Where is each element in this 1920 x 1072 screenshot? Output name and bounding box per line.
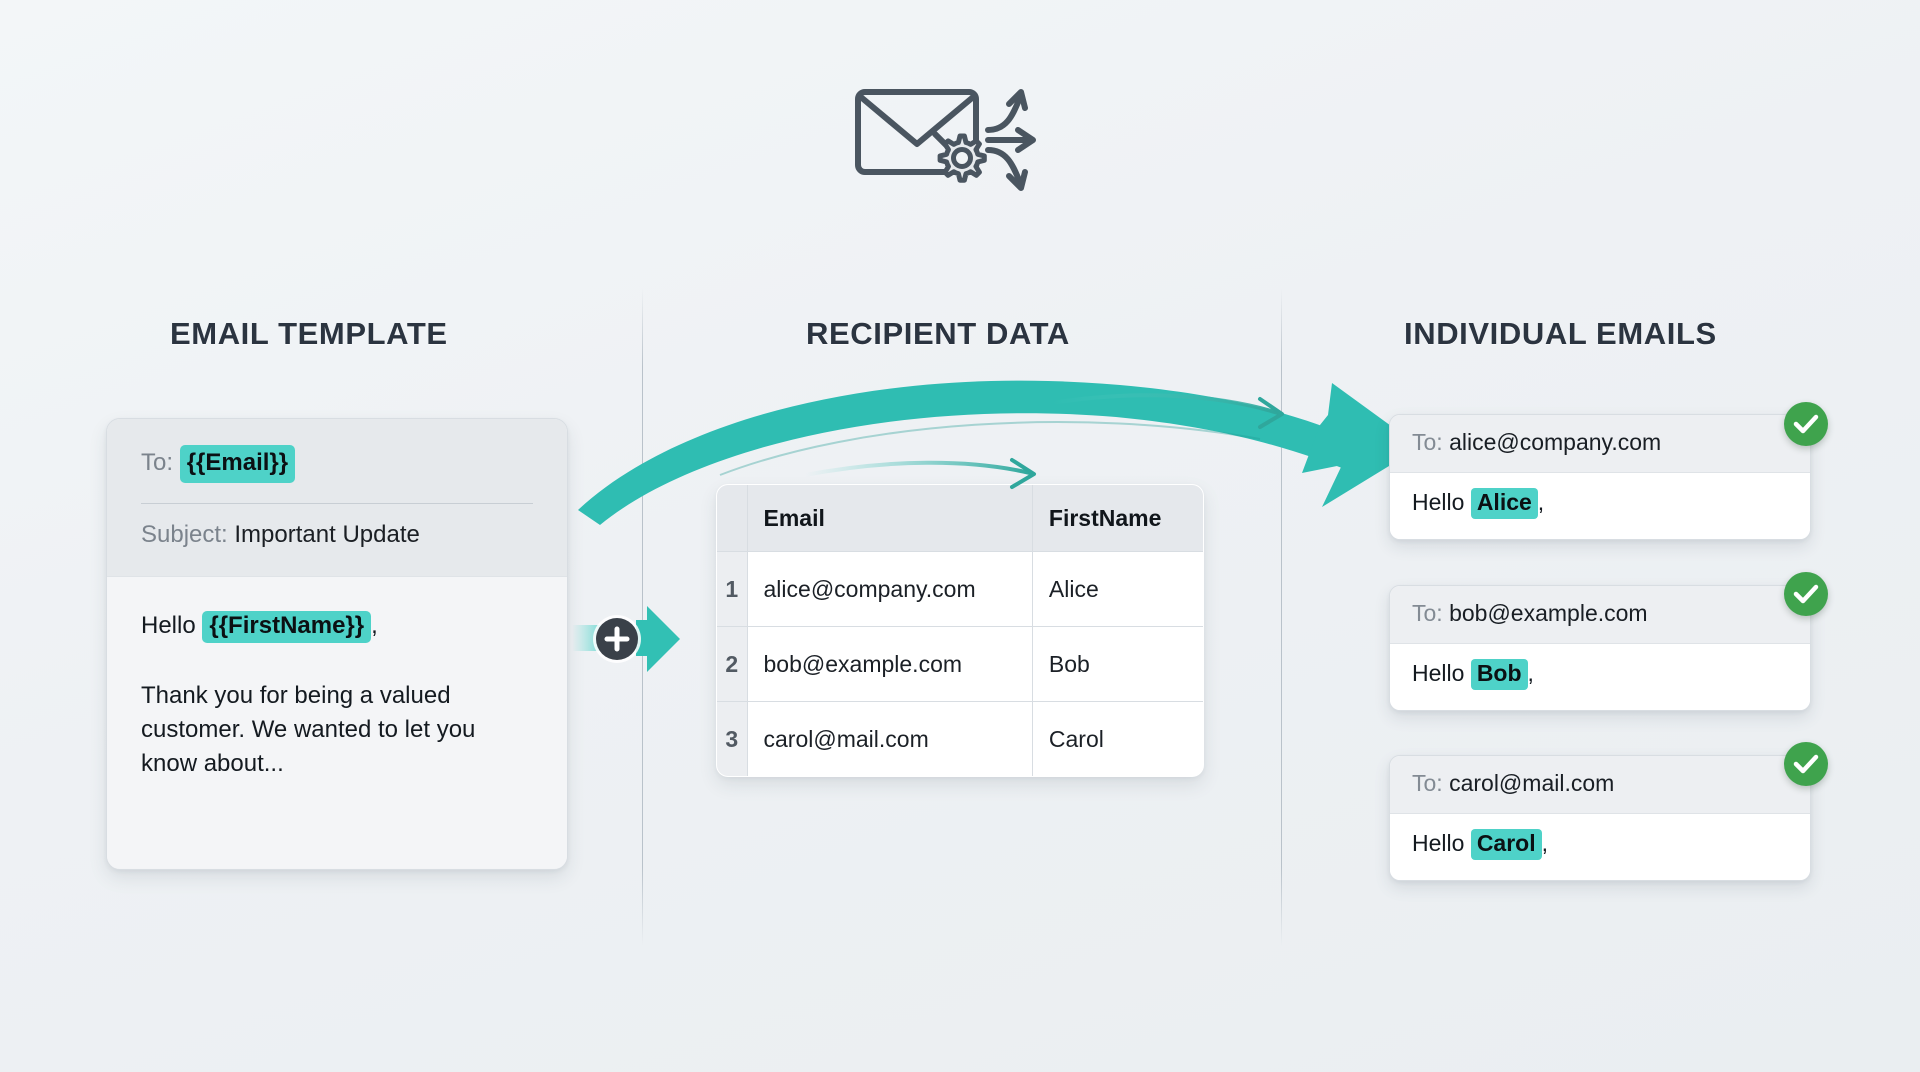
- template-to-label: To:: [141, 449, 174, 476]
- email-to-value: carol@mail.com: [1449, 770, 1615, 796]
- template-body-paragraph: Thank you for being a valued customer. W…: [141, 682, 476, 777]
- individual-email-card: To: bob@example.com Hello Bob,: [1389, 585, 1811, 711]
- email-template-card: To: {{Email}} Subject: Important Update …: [106, 418, 568, 870]
- table-col-index: [717, 485, 748, 552]
- email-name-token: Carol: [1470, 829, 1542, 860]
- email-to-value: alice@company.com: [1449, 429, 1662, 455]
- email-to-label: To:: [1412, 600, 1443, 626]
- check-circle-icon: [1784, 572, 1828, 616]
- email-greeting-suffix: ,: [1541, 830, 1548, 856]
- row-index: 2: [717, 626, 748, 702]
- email-name-token: Bob: [1470, 659, 1528, 690]
- table-row: 2 bob@example.com Bob: [717, 626, 1203, 702]
- section-title-recipient-data: RECIPIENT DATA: [806, 316, 1070, 351]
- email-greeting-suffix: ,: [1537, 489, 1545, 515]
- email-card-greeting: Hello Carol,: [1390, 814, 1810, 880]
- section-title-email-template: EMAIL TEMPLATE: [170, 316, 448, 351]
- row-email: alice@company.com: [746, 551, 1033, 627]
- recipient-data-table: Email FirstName 1 alice@company.com Alic…: [716, 484, 1204, 777]
- individual-email-card: To: carol@mail.com Hello Carol,: [1389, 755, 1811, 881]
- email-card-to-row: To: carol@mail.com: [1390, 756, 1810, 814]
- email-greeting-prefix: Hello: [1412, 489, 1465, 515]
- template-card-header: To: {{Email}} Subject: Important Update: [107, 419, 567, 576]
- email-to-label: To:: [1412, 770, 1443, 796]
- column-divider-right: [1281, 288, 1282, 946]
- template-subject-value: Important Update: [234, 521, 420, 548]
- row-index: 1: [717, 551, 748, 627]
- row-email: bob@example.com: [746, 626, 1033, 702]
- email-name-token: Alice: [1470, 488, 1538, 519]
- individual-email-card: To: alice@company.com Hello Alice,: [1389, 414, 1811, 540]
- template-to-row: To: {{Email}}: [141, 445, 533, 483]
- row-index: 3: [717, 701, 748, 776]
- template-card-body: Hello {{FirstName}}, Thank you for being…: [107, 576, 567, 868]
- template-subject-label: Subject:: [141, 521, 228, 548]
- template-greeting-prefix: Hello: [141, 612, 196, 639]
- email-greeting-prefix: Hello: [1412, 830, 1465, 856]
- email-to-value: bob@example.com: [1449, 600, 1648, 626]
- check-circle-icon: [1784, 742, 1828, 786]
- table-head: Email FirstName: [717, 485, 1203, 552]
- table-header-row: Email FirstName: [717, 485, 1203, 552]
- template-firstname-token: {{FirstName}}: [202, 611, 372, 643]
- section-title-individual-emails: INDIVIDUAL EMAILS: [1404, 316, 1717, 351]
- template-greeting-suffix: ,: [371, 612, 378, 639]
- row-firstname: Carol: [1031, 701, 1203, 776]
- email-card-to-row: To: bob@example.com: [1390, 586, 1810, 644]
- template-greeting-line: Hello {{FirstName}},: [141, 611, 533, 643]
- table-col-email: Email: [746, 485, 1033, 552]
- plus-merge-icon: [572, 598, 697, 680]
- template-subject-row: Subject: Important Update: [141, 518, 533, 552]
- email-greeting-suffix: ,: [1527, 660, 1534, 686]
- email-card-greeting: Hello Alice,: [1390, 473, 1810, 539]
- template-header-divider: [141, 503, 533, 504]
- table-body: 1 alice@company.com Alice 2 bob@example.…: [717, 551, 1203, 776]
- email-card-to-row: To: alice@company.com: [1390, 415, 1810, 473]
- email-card-greeting: Hello Bob,: [1390, 644, 1810, 710]
- template-to-token: {{Email}}: [179, 445, 296, 483]
- column-divider-left: [642, 288, 643, 946]
- envelope-gear-distribute-icon: [855, 78, 1065, 198]
- check-circle-icon: [1784, 402, 1828, 446]
- row-firstname: Bob: [1031, 626, 1203, 702]
- table-row: 1 alice@company.com Alice: [717, 551, 1203, 627]
- row-firstname: Alice: [1031, 551, 1203, 627]
- row-email: carol@mail.com: [746, 701, 1033, 776]
- table-col-firstname: FirstName: [1031, 485, 1203, 552]
- email-to-label: To:: [1412, 429, 1443, 455]
- table-row: 3 carol@mail.com Carol: [717, 701, 1203, 776]
- email-greeting-prefix: Hello: [1412, 660, 1465, 686]
